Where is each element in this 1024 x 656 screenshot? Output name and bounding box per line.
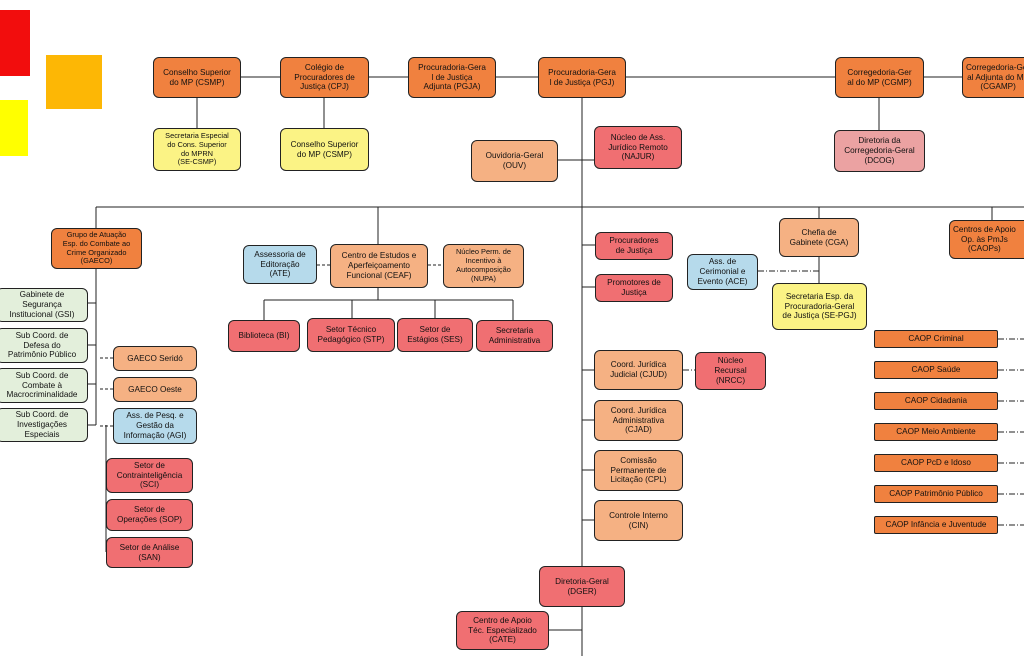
- node-caop-item: CAOP Criminal: [874, 330, 998, 348]
- node-gsi: Gabinete de Segurança Institucional (GSI…: [0, 288, 88, 322]
- node-csmp-2: Conselho Superior do MP (CSMP): [280, 128, 369, 171]
- node-sc-macro: Sub Coord. de Combate à Macrocriminalida…: [0, 368, 88, 403]
- node-ouv: Ouvidoria-Geral (OUV): [471, 140, 558, 182]
- node-stp: Setor Técnico Pedagógico (STP): [307, 318, 395, 352]
- node-pgj: Procuradoria-Gera l de Justiça (PGJ): [538, 57, 626, 98]
- node-bi: Biblioteca (BI): [228, 320, 300, 352]
- node-san: Setor de Análise (SAN): [106, 537, 193, 568]
- node-gaeco: Grupo de Atuação Esp. do Combate ao Crim…: [51, 228, 142, 269]
- node-sc-patrimonio: Sub Coord. de Defesa do Patrimônio Públi…: [0, 328, 88, 363]
- node-caop-item: CAOP Infância e Juventude: [874, 516, 998, 534]
- node-cin: Controle Interno (CIN): [594, 500, 683, 541]
- node-caop-item: CAOP Cidadania: [874, 392, 998, 410]
- node-caop-item: CAOP Patrimônio Público: [874, 485, 998, 503]
- node-se-csmp: Secretaria Especial do Cons. Superior do…: [153, 128, 241, 171]
- node-sc-invest: Sub Coord. de Investigações Especiais: [0, 408, 88, 442]
- node-ceaf: Centro de Estudos e Aperfeiçoamento Func…: [330, 244, 428, 288]
- node-cgmp: Corregedoria-Ger al do MP (CGMP): [835, 57, 924, 98]
- node-cjad: Coord. Jurídica Administrativa (CJAD): [594, 400, 683, 441]
- logo-square-orange: [46, 55, 102, 109]
- node-ses: Setor de Estágios (SES): [397, 318, 473, 352]
- node-nupa: Núcleo Perm. de Incentivo à Autocomposiç…: [443, 244, 524, 288]
- node-agi: Ass. de Pesq. e Gestão da Informação (AG…: [113, 408, 197, 444]
- logo-square-red: [0, 10, 30, 76]
- node-procuradores: Procuradores de Justiça: [595, 232, 673, 260]
- node-ace: Ass. de Cerimonial e Evento (ACE): [687, 254, 758, 290]
- node-dcog: Diretoria da Corregedoria-Geral (DCOG): [834, 130, 925, 172]
- node-sci: Setor de Contrainteligência (SCI): [106, 458, 193, 493]
- node-cate: Centro de Apoio Téc. Especializado (CATE…: [456, 611, 549, 650]
- node-nrcc: Núcleo Recursal (NRCC): [695, 352, 766, 390]
- node-cga: Chefia de Gabinete (CGA): [779, 218, 859, 257]
- node-sa: Secretaria Administrativa: [476, 320, 553, 352]
- node-gaeco-serido: GAECO Seridó: [113, 346, 197, 371]
- node-najur: Núcleo de Ass. Jurídico Remoto (NAJUR): [594, 126, 682, 169]
- node-caop-item: CAOP Saúde: [874, 361, 998, 379]
- node-gaeco-oeste: GAECO Oeste: [113, 377, 197, 402]
- node-promotores: Promotores de Justiça: [595, 274, 673, 302]
- node-dger: Diretoria-Geral (DGER): [539, 566, 625, 607]
- node-cgamp: Corregedoria-Ger al Adjunta do MP (CGAMP…: [962, 57, 1024, 98]
- node-cjud: Coord. Jurídica Judicial (CJUD): [594, 350, 683, 390]
- node-caop-item: CAOP PcD e Idoso: [874, 454, 998, 472]
- node-sop: Setor de Operações (SOP): [106, 499, 193, 531]
- node-caops: Centros de Apoio Op. às PmJs (CAOPs): [949, 220, 1024, 259]
- logo-square-yellow: [0, 100, 28, 156]
- node-cpj: Colégio de Procuradores de Justiça (CPJ): [280, 57, 369, 98]
- node-se-pgj: Secretaria Esp. da Procuradoria-Geral de…: [772, 283, 867, 330]
- node-csmp: Conselho Superior do MP (CSMP): [153, 57, 241, 98]
- node-cpl: Comissão Permanente de Licitação (CPL): [594, 450, 683, 491]
- node-caop-item: CAOP Meio Ambiente: [874, 423, 998, 441]
- node-pgja: Procuradoria-Gera l de Justiça Adjunta (…: [408, 57, 496, 98]
- node-ate: Assessoria de Editoração (ATE): [243, 245, 317, 284]
